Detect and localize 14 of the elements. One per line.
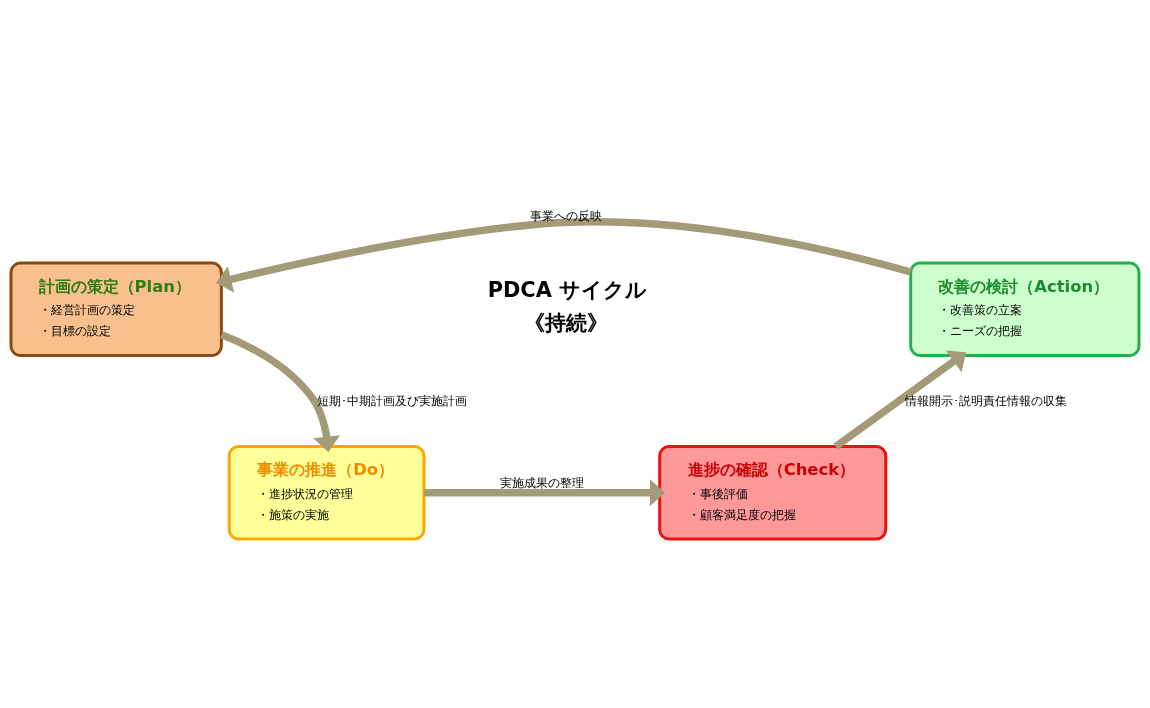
edge-label: 情報開示･説明責任情報の収集 [905,393,1068,408]
arrow [216,218,912,293]
label: PDCA サイクル [487,277,648,302]
edge-label: 短期･中期計画及び実施計画 [316,393,467,408]
arrow [833,350,967,450]
label: 《持続》 [524,311,609,336]
node-box: 改善の検討（Action） ・改善策の立案 ・ニーズの把握 [909,261,1141,357]
node-box: 進捗の確認（Check） ・事後評価 ・顧客満足度の把握 [658,445,888,541]
node-box: 計画の策定（Plan） ・経営計画の策定 ・目標の設定 [9,261,223,357]
edge-label: 実施成果の整理 [499,475,584,490]
arrow [220,331,341,452]
node-box: 事業の推進（Do） ・進捗状況の管理 ・施策の実施 [227,445,426,541]
edge-label: 事業への反映 [530,208,603,223]
arrow [424,479,666,507]
